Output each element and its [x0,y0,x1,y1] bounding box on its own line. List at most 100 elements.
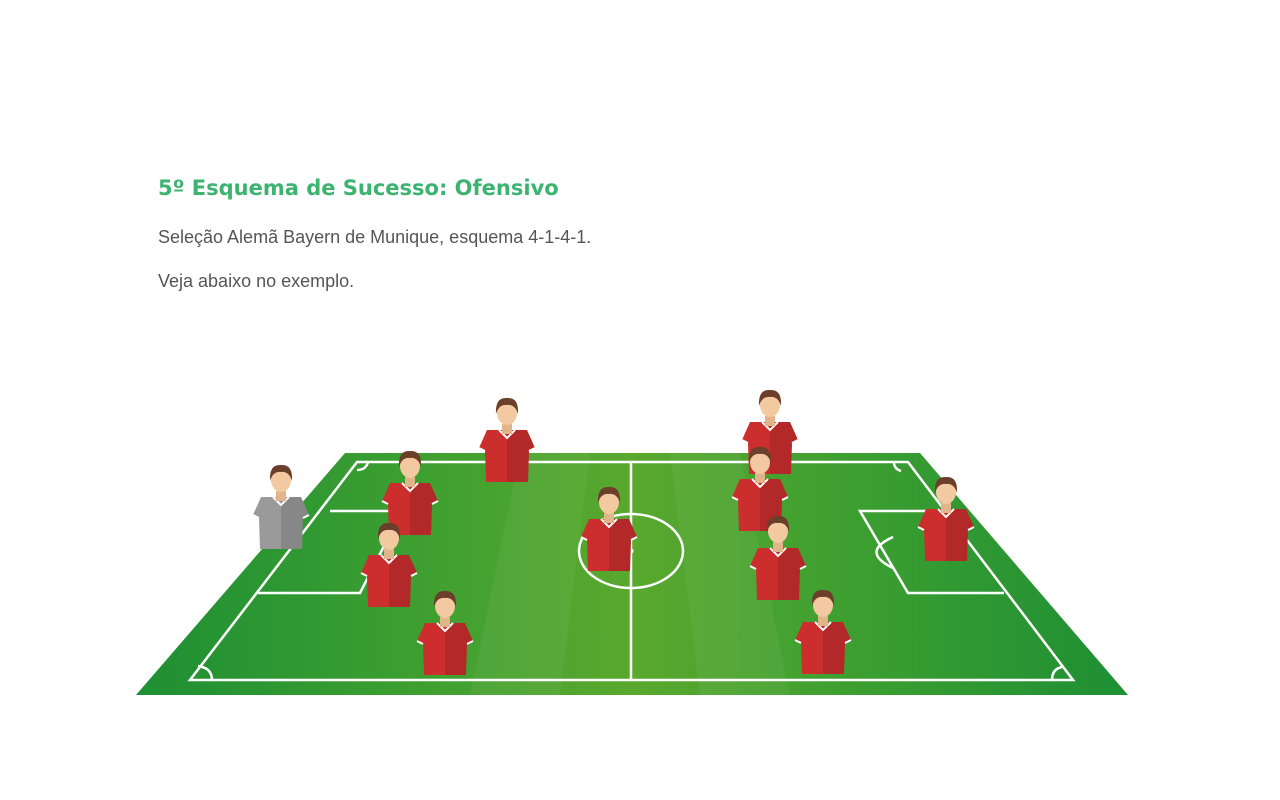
shirt-collar [814,621,832,632]
player-hair [377,522,401,539]
shirt-collar [401,482,419,493]
sleeve-cuff [781,496,789,501]
shirt-collar [751,478,769,489]
sleeve-cuff [844,639,852,644]
player-figure [794,589,852,674]
player-head [760,393,780,417]
player-head [936,480,956,504]
player-shirt [417,623,473,675]
right-penalty-box [857,509,1004,595]
shirt-collar [436,622,454,633]
example-note: Veja abaixo no exemplo. [158,271,355,291]
touchline [187,460,1076,682]
player-shirt-shade [389,555,417,607]
player-shirt [581,519,637,571]
shirt-collar [498,429,516,440]
player-head [435,594,455,618]
player-figure [360,522,418,607]
player-hair [934,476,958,493]
player-neck [502,424,512,434]
player-figure [580,486,638,571]
player-shirt-shade [823,622,851,674]
right-penalty-arc [875,535,894,570]
player-shirt [361,555,417,607]
sleeve-cuff [252,514,260,519]
sleeve-cuff [791,439,799,444]
player-shirt [382,483,438,535]
player-hair [811,589,835,606]
player-hair [495,397,519,414]
sleeve-cuff [478,447,486,452]
pitch-markings [187,460,1076,682]
player-figure [416,590,474,675]
players-layer [252,389,975,675]
player-head [400,454,420,478]
sleeve-cuff [410,572,418,577]
player-head [768,519,788,543]
player-shirt [253,497,309,549]
sleeve-cuff [799,565,807,570]
goalkeeper-figure [252,464,310,549]
sleeve-cuff [794,639,802,644]
sleeve-cuff [431,500,439,505]
player-shirt-shade [946,509,974,561]
center-circle [577,512,685,590]
player-neck [604,513,614,523]
player-neck [765,416,775,426]
player-hair [758,389,782,406]
sleeve-cuff [528,447,536,452]
player-head [750,450,770,474]
shirt-collar [272,496,290,507]
player-neck [276,491,286,501]
player-shirt [750,548,806,600]
player-figure [478,397,536,482]
shirt-collar [761,421,779,432]
player-shirt [918,509,974,561]
corner-arc [1050,665,1063,681]
formation-description: Seleção Alemã Bayern de Munique, esquema… [158,227,592,247]
pitch-stripe [470,453,590,695]
player-neck [440,617,450,627]
player-hair [398,450,422,467]
player-head [599,490,619,514]
player-shirt-shade [445,623,473,675]
player-shirt-shade [410,483,438,535]
sleeve-cuff [466,640,474,645]
player-hair [748,446,772,463]
corner-arc [892,461,902,473]
player-neck [818,616,828,626]
corner-arc [356,461,370,472]
player-neck [384,549,394,559]
shirt-collar [600,518,618,529]
player-figure [917,476,975,561]
sleeve-cuff [741,439,749,444]
player-neck [941,503,951,513]
sleeve-cuff [580,536,588,541]
player-shirt-shade [281,497,309,549]
player-head [497,401,517,425]
sleeve-cuff [630,536,638,541]
player-hair [269,464,293,481]
player-shirt [795,622,851,674]
player-shirt-shade [609,519,637,571]
shirt-collar [937,508,955,519]
player-hair [597,486,621,503]
player-neck [773,542,783,552]
sleeve-cuff [967,526,975,531]
player-head [271,468,291,492]
sleeve-cuff [381,500,389,505]
player-hair [766,515,790,532]
player-shirt-shade [770,422,798,474]
shirt-collar [380,554,398,565]
sleeve-cuff [360,572,368,577]
page-title: 5º Esquema de Sucesso: Ofensivo [158,176,559,200]
shirt-collar [769,547,787,558]
player-head [379,526,399,550]
sleeve-cuff [416,640,424,645]
player-figure [381,450,439,535]
pitch-stripe [670,453,790,695]
corner-arc [197,664,214,681]
sleeve-cuff [731,496,739,501]
